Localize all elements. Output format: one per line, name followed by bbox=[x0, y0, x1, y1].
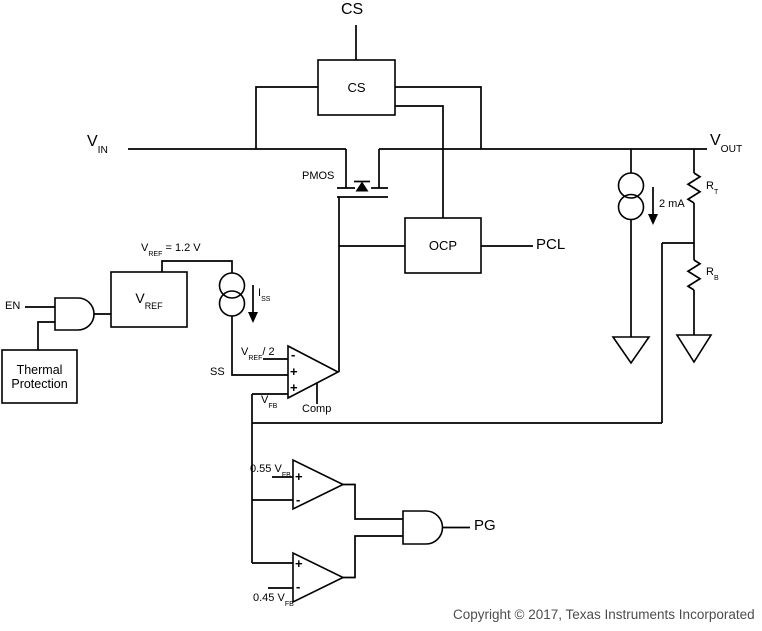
ocp-block bbox=[404, 217, 482, 274]
uvp-comparator-minus-icon: - bbox=[296, 579, 301, 594]
iss-label: ISS bbox=[258, 287, 271, 304]
2ma-arrowhead bbox=[648, 214, 658, 225]
wire-cs-to-vin bbox=[255, 86, 318, 149]
ovp-comparator-triangle bbox=[292, 458, 345, 511]
ss-pin-label: SS bbox=[210, 366, 225, 378]
iss-arrowhead bbox=[248, 312, 258, 323]
wire-thermal-to-gate bbox=[37, 321, 55, 350]
wire-ss-to-amp bbox=[231, 316, 288, 376]
ocp-block-label: OCP bbox=[428, 238, 458, 253]
vref-block bbox=[110, 271, 188, 328]
cs-block-label: CS bbox=[347, 80, 366, 95]
comp-pin-label: Comp bbox=[302, 403, 332, 415]
vref-half-label: VREF/ 2 bbox=[241, 346, 275, 363]
uvp-comparator-plus-icon: + bbox=[295, 556, 303, 571]
wire-cs-to-ocp bbox=[395, 105, 444, 218]
pmos-label: PMOS bbox=[302, 170, 335, 182]
iss-current-source-circle-top bbox=[218, 272, 246, 299]
ground-symbol-right bbox=[675, 334, 713, 364]
pg-pin-label: PG bbox=[474, 517, 496, 534]
wire-cs-to-vout bbox=[395, 86, 482, 149]
ovp-threshold-label: 0.55 VFB bbox=[250, 463, 291, 480]
error-amp-plus1-icon: + bbox=[290, 364, 298, 379]
pcl-pin-label: PCL bbox=[536, 236, 566, 253]
cs-block bbox=[317, 59, 396, 116]
vfb-label: VFB bbox=[261, 394, 278, 411]
2ma-current-source-circle-top bbox=[617, 172, 645, 199]
en-pin-label: EN bbox=[5, 300, 21, 312]
ovp-comparator-minus-icon: - bbox=[296, 492, 301, 507]
pg-and-gate bbox=[402, 510, 444, 545]
uvp-threshold-label: 0.45 VFB bbox=[253, 592, 294, 609]
copyright-text: Copyright © 2017, Texas Instruments Inco… bbox=[453, 607, 755, 622]
wire-topcomp-to-and bbox=[343, 483, 403, 520]
uvp-comparator-triangle bbox=[292, 551, 345, 604]
rt-label: RT bbox=[706, 180, 719, 197]
ovp-comparator-plus-icon: + bbox=[295, 469, 303, 484]
rb-label: RB bbox=[706, 266, 719, 283]
ground-symbol-left bbox=[611, 336, 651, 365]
error-amp-minus-icon: - bbox=[291, 347, 296, 362]
pmos-body-diode-arrow bbox=[355, 181, 369, 192]
cs-pin-label: CS bbox=[341, 1, 364, 18]
resistor-rt bbox=[686, 172, 702, 204]
resistor-rb bbox=[686, 259, 702, 291]
2ma-current-source-circle-bottom bbox=[617, 193, 645, 221]
vref-value-label: VREF = 1.2 V bbox=[141, 242, 201, 259]
wire-vref-to-iss bbox=[161, 260, 233, 273]
wire-botcomp-to-and bbox=[343, 535, 403, 579]
en-and-gate bbox=[54, 297, 95, 331]
vout-pin-label: VOUT bbox=[710, 132, 743, 156]
thermal-protection-block bbox=[1, 349, 78, 404]
vref-block-label: VREF bbox=[135, 290, 163, 312]
error-amp-plus2-icon: + bbox=[290, 380, 298, 395]
vin-pin-label: VIN bbox=[87, 133, 108, 157]
iss-current-source-circle-bottom bbox=[218, 290, 246, 317]
2ma-label: 2 mA bbox=[659, 198, 685, 210]
error-amplifier-triangle bbox=[287, 344, 340, 400]
